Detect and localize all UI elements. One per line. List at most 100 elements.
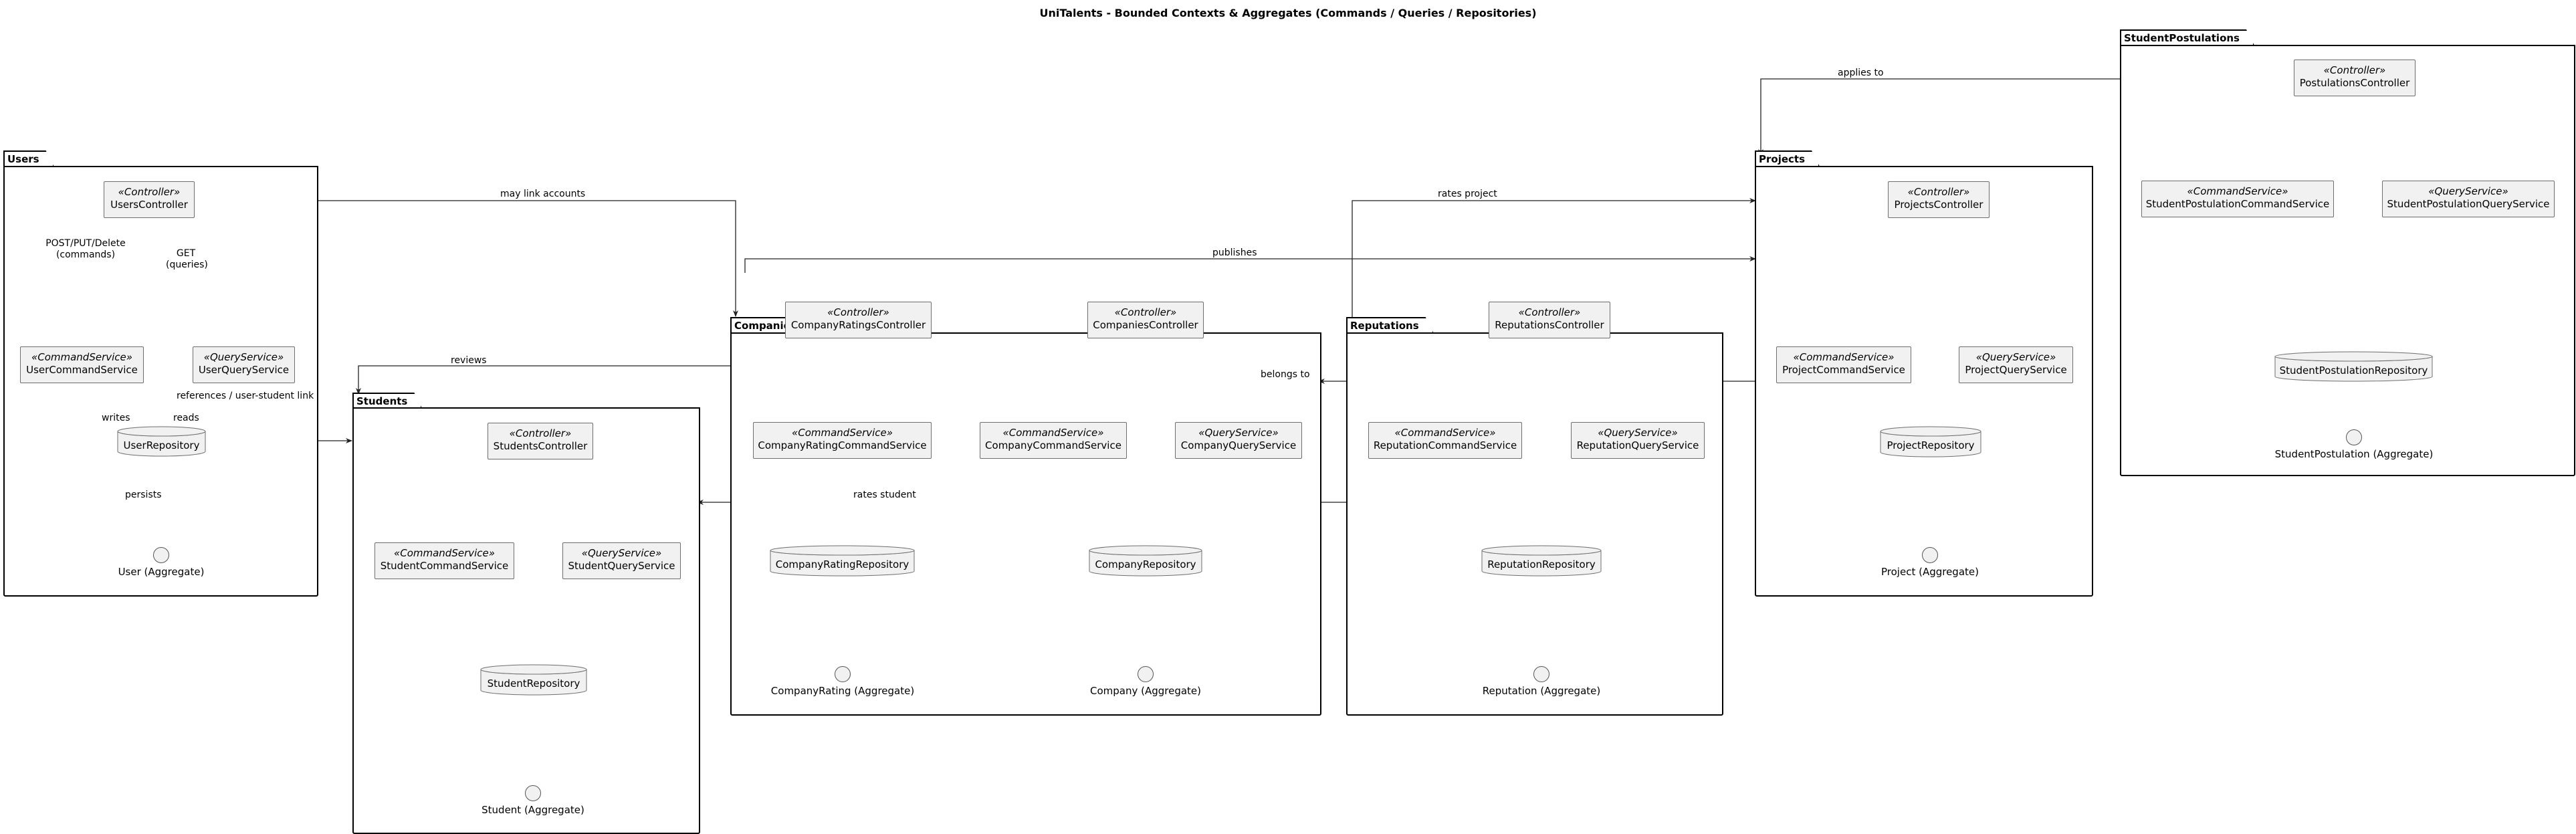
database-icon xyxy=(2274,351,2433,382)
package-tab-users: Users xyxy=(3,150,54,167)
node-label: ReputationRepository xyxy=(1487,558,1596,570)
query-service-stereotype: «QueryService» xyxy=(203,351,284,363)
node-label: CompanyRatingsController xyxy=(790,319,926,331)
project-command-service[interactable]: «CommandService» ProjectCommandService xyxy=(1776,346,1911,383)
package-students xyxy=(352,407,700,834)
company-rating-repository[interactable]: CompanyRatingRepository xyxy=(770,545,915,577)
users-controller[interactable]: «Controller» UsersController xyxy=(104,181,195,218)
package-student-postulations xyxy=(2120,45,2575,476)
edge-label-may-link-accounts: may link accounts xyxy=(500,189,586,199)
node-label: Reputation (Aggregate) xyxy=(1482,685,1601,697)
node-label: UserCommandService xyxy=(26,364,138,376)
command-service-stereotype: «CommandService» xyxy=(31,351,133,363)
node-label: Student (Aggregate) xyxy=(481,804,584,816)
edge-label-line: POST/PUT/Delete xyxy=(45,238,126,249)
students-controller[interactable]: «Controller» StudentsController xyxy=(488,423,593,459)
database-icon xyxy=(1089,545,1202,577)
student-repository[interactable]: StudentRepository xyxy=(480,664,587,696)
package-companies xyxy=(730,332,1321,716)
package-tab-students: Students xyxy=(352,393,422,409)
node-label: ReputationCommandService xyxy=(1373,439,1517,451)
project-repository[interactable]: ProjectRepository xyxy=(1880,426,1981,457)
edge-label-get: GET (queries) xyxy=(166,248,208,271)
diagram-title: UniTalents - Bounded Contexts & Aggregat… xyxy=(1039,7,1537,19)
edge-companies-reviews-students xyxy=(356,365,731,395)
company-repository[interactable]: CompanyRepository xyxy=(1089,545,1202,577)
edge-label-applies-to: applies to xyxy=(1838,68,1884,78)
edge-label-reads: reads xyxy=(173,413,199,423)
edge-users-may-link-companies xyxy=(316,200,738,317)
edge-label-rates-student: rates student xyxy=(853,490,916,500)
reputation-aggregate[interactable]: Reputation (Aggregate) xyxy=(1461,666,1622,697)
command-service-stereotype: «CommandService» xyxy=(1793,351,1895,363)
node-label: User (Aggregate) xyxy=(118,566,205,578)
postulations-controller[interactable]: «Controller» PostulationsController xyxy=(2294,60,2416,96)
edge-label-publishes: publishes xyxy=(1212,247,1257,258)
user-aggregate[interactable]: User (Aggregate) xyxy=(94,547,228,578)
node-label: CompanyRatingRepository xyxy=(775,558,909,570)
database-icon xyxy=(1880,426,1981,457)
student-postulation-repository[interactable]: StudentPostulationRepository xyxy=(2274,351,2433,382)
student-postulation-aggregate[interactable]: StudentPostulation (Aggregate) xyxy=(2260,429,2448,460)
query-service-stereotype: «QueryService» xyxy=(581,547,662,559)
company-rating-aggregate[interactable]: CompanyRating (Aggregate) xyxy=(762,666,923,697)
database-icon xyxy=(1481,545,1602,577)
package-tab-student-postulations: StudentPostulations xyxy=(2120,29,2254,45)
company-rating-command-service[interactable]: «CommandService» CompanyRatingCommandSer… xyxy=(753,422,932,459)
controller-stereotype: «Controller» xyxy=(827,306,889,318)
node-label: CompanyQueryService xyxy=(1180,439,1297,451)
node-label: CompanyRating (Aggregate) xyxy=(770,685,915,697)
project-aggregate[interactable]: Project (Aggregate) xyxy=(1856,547,2004,578)
node-label: Company (Aggregate) xyxy=(1089,685,1202,697)
company-command-service[interactable]: «CommandService» CompanyCommandService xyxy=(980,422,1127,459)
node-label: StudentQueryService xyxy=(568,560,675,572)
reputation-repository[interactable]: ReputationRepository xyxy=(1481,545,1602,577)
entity-icon xyxy=(1922,547,1938,563)
projects-controller[interactable]: «Controller» ProjectsController xyxy=(1888,181,1990,218)
package-tab-projects: Projects xyxy=(1755,150,1820,167)
node-label: CompaniesController xyxy=(1093,319,1198,331)
edge-companies-publishes-projects xyxy=(744,256,1756,273)
company-query-service[interactable]: «QueryService» CompanyQueryService xyxy=(1175,422,1302,459)
node-label: ProjectCommandService xyxy=(1782,364,1905,376)
edge-label-line: GET xyxy=(176,248,196,259)
user-query-service[interactable]: «QueryService» UserQueryService xyxy=(193,346,295,383)
company-ratings-controller[interactable]: «Controller» CompanyRatingsController xyxy=(785,302,932,338)
node-label: StudentPostulationCommandService xyxy=(2145,198,2330,210)
project-query-service[interactable]: «QueryService» ProjectQueryService xyxy=(1959,346,2073,383)
reputation-query-service[interactable]: «QueryService» ReputationQueryService xyxy=(1571,422,1705,459)
database-icon xyxy=(117,426,206,457)
student-aggregate[interactable]: Student (Aggregate) xyxy=(459,785,607,816)
reputations-controller[interactable]: «Controller» ReputationsController xyxy=(1489,302,1610,338)
edge-label-line: (commands) xyxy=(56,249,116,260)
node-label: ProjectRepository xyxy=(1887,439,1975,451)
edge-reputations-rates-project xyxy=(1352,198,1756,320)
node-label: StudentPostulationRepository xyxy=(2279,364,2428,377)
controller-stereotype: «Controller» xyxy=(1518,306,1581,318)
user-repository[interactable]: UserRepository xyxy=(117,426,206,457)
controller-stereotype: «Controller» xyxy=(509,427,572,439)
entity-icon xyxy=(525,785,541,801)
node-label: ReputationQueryService xyxy=(1576,439,1699,451)
student-command-service[interactable]: «CommandService» StudentCommandService xyxy=(374,542,514,579)
user-command-service[interactable]: «CommandService» UserCommandService xyxy=(20,346,144,383)
edge-label-persists: persists xyxy=(125,490,162,500)
command-service-stereotype: «CommandService» xyxy=(1394,427,1496,439)
command-service-stereotype: «CommandService» xyxy=(2187,185,2288,197)
student-postulation-query-service[interactable]: «QueryService» StudentPostulationQuerySe… xyxy=(2382,181,2555,217)
entity-icon xyxy=(1533,666,1549,682)
controller-stereotype: «Controller» xyxy=(1114,306,1177,318)
student-query-service[interactable]: «QueryService» StudentQueryService xyxy=(562,542,681,579)
entity-icon xyxy=(2346,429,2362,445)
edge-label-references: references / user-student link xyxy=(177,391,314,401)
reputation-command-service[interactable]: «CommandService» ReputationCommandServic… xyxy=(1368,422,1522,459)
query-service-stereotype: «QueryService» xyxy=(1975,351,2056,363)
node-label: CompanyRepository xyxy=(1095,558,1196,570)
student-postulation-command-service[interactable]: «CommandService» StudentPostulationComma… xyxy=(2141,181,2334,217)
companies-controller[interactable]: «Controller» CompaniesController xyxy=(1087,302,1204,338)
node-label: StudentsController xyxy=(493,440,588,452)
company-aggregate[interactable]: Company (Aggregate) xyxy=(1072,666,1219,697)
node-label: CompanyRatingCommandService xyxy=(758,439,927,451)
node-label: Project (Aggregate) xyxy=(1881,566,1979,578)
node-label: ProjectsController xyxy=(1894,199,1983,211)
